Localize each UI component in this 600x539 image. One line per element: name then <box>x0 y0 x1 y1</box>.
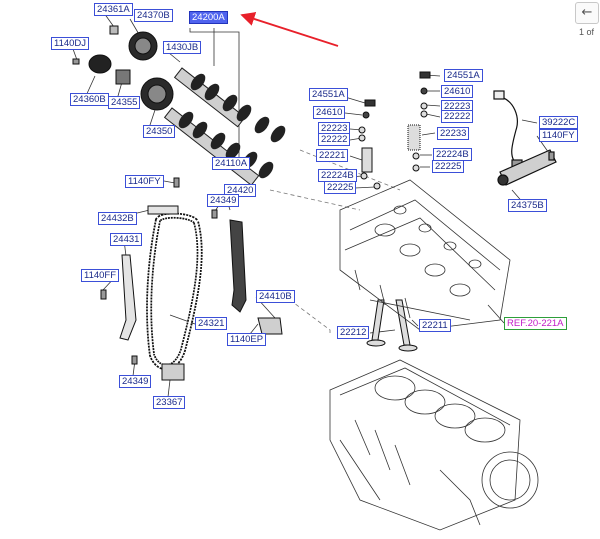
part-label-1140dj[interactable]: 1140DJ <box>51 37 90 50</box>
part-label-24321[interactable]: 24321 <box>195 317 228 330</box>
part-label-22233[interactable]: 22233 <box>437 127 470 140</box>
part-label-1140ep[interactable]: 1140EP <box>227 333 267 346</box>
part-label-1140fy-right[interactable]: 1140FY <box>539 129 578 142</box>
part-label-24349-bottom[interactable]: 24349 <box>119 375 152 388</box>
part-label-24370b[interactable]: 24370B <box>134 9 173 22</box>
part-label-1430jb[interactable]: 1430JB <box>163 41 202 54</box>
part-label-24355[interactable]: 24355 <box>108 96 141 109</box>
part-label-22225-right[interactable]: 22225 <box>432 160 465 173</box>
part-label-1140fy-left[interactable]: 1140FY <box>125 175 164 188</box>
part-label-24410b[interactable]: 24410B <box>256 290 295 303</box>
part-label-24361a[interactable]: 24361A <box>94 3 133 16</box>
part-label-24431[interactable]: 24431 <box>110 233 143 246</box>
part-label-22222-left[interactable]: 22222 <box>318 133 351 146</box>
part-label-22225-left[interactable]: 22225 <box>324 181 357 194</box>
part-label-22212[interactable]: 22212 <box>337 326 370 339</box>
part-label-24375b[interactable]: 24375B <box>508 199 547 212</box>
part-label-24551a-left[interactable]: 24551A <box>309 88 348 101</box>
page-nav: ← 1 of <box>575 2 600 42</box>
part-label-22221[interactable]: 22221 <box>316 149 349 162</box>
part-label-39222c[interactable]: 39222C <box>539 116 579 129</box>
reference-label[interactable]: REF.20-221A <box>504 317 567 330</box>
part-label-24350[interactable]: 24350 <box>143 125 176 138</box>
part-label-24110a[interactable]: 24110A <box>212 157 251 170</box>
page-counter: 1 of <box>579 27 595 37</box>
part-label-24610-left[interactable]: 24610 <box>313 106 346 119</box>
part-label-24610-right[interactable]: 24610 <box>441 85 474 98</box>
part-label-24200a[interactable]: 24200A <box>189 11 228 24</box>
part-label-22211[interactable]: 22211 <box>419 319 451 332</box>
part-label-24420[interactable]: 24420 <box>224 184 257 197</box>
arrow-left-icon[interactable]: ← <box>575 2 599 24</box>
part-label-1140ff[interactable]: 1140FF <box>81 269 120 282</box>
part-label-24551a-right[interactable]: 24551A <box>444 69 483 82</box>
part-label-24360b[interactable]: 24360B <box>70 93 109 106</box>
part-label-23367[interactable]: 23367 <box>153 396 186 409</box>
part-label-22222-right[interactable]: 22222 <box>441 110 474 123</box>
part-label-24432b[interactable]: 24432B <box>98 212 137 225</box>
part-label-24349-top[interactable]: 24349 <box>207 194 240 207</box>
